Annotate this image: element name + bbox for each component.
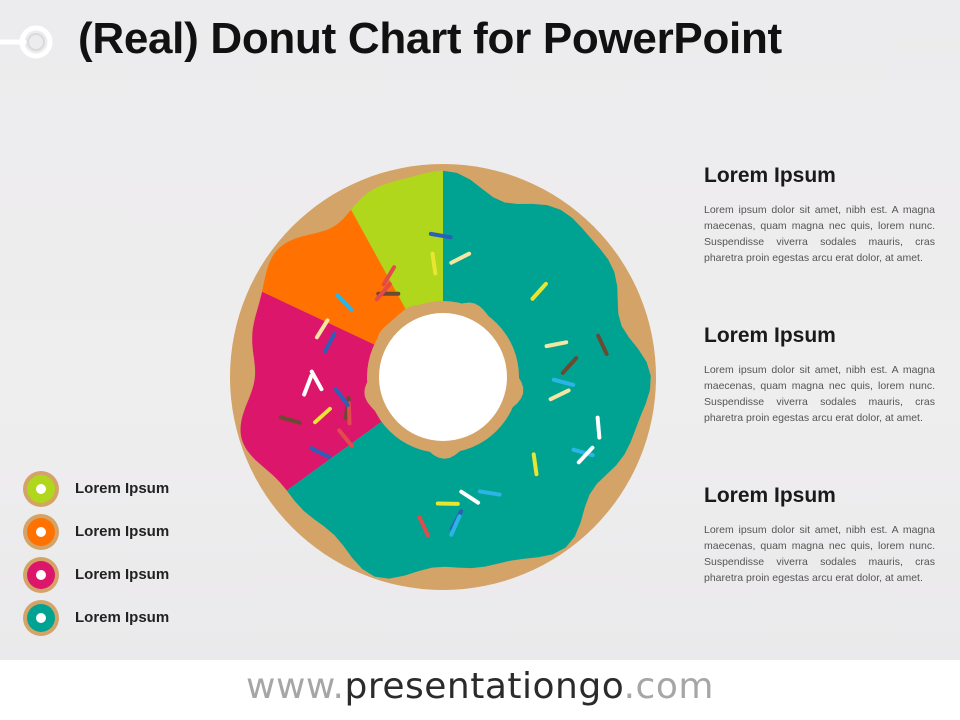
sprinkle (548, 388, 571, 402)
text-block-body: Lorem ipsum dolor sit amet, nibh est. A … (704, 524, 935, 584)
donut-ring-icon (0, 25, 53, 59)
text-block-heading: Lorem Ipsum (704, 164, 836, 187)
sprinkle (337, 428, 354, 448)
donut-icon (23, 557, 59, 593)
sprinkle (576, 445, 595, 465)
sprinkle (428, 231, 453, 240)
donut-icon (23, 471, 59, 507)
text-block-heading: Lorem Ipsum (704, 324, 836, 347)
legend-item: Lorem Ipsum (22, 513, 222, 556)
sprinkle (313, 406, 332, 425)
sprinkle (302, 373, 314, 397)
sprinkle (278, 415, 303, 425)
sprinkle (417, 515, 431, 538)
sprinkle (551, 377, 576, 387)
legend-label: Lorem Ipsum (75, 566, 170, 583)
footer: www.presentationgo.com (0, 660, 960, 720)
sprinkle (459, 489, 481, 505)
text-block: Lorem Ipsum Lorem ipsum dolor sit amet, … (704, 484, 935, 586)
donut-slice (262, 209, 406, 346)
footer-url[interactable]: www.presentationgo.com (0, 666, 960, 707)
sprinkle (531, 452, 539, 477)
sprinkle (596, 333, 609, 356)
page-title: (Real) Donut Chart for PowerPoint (78, 14, 782, 63)
donut-slice (286, 170, 651, 579)
sprinkle (560, 356, 579, 375)
sprinkle (346, 401, 352, 426)
sprinkle (435, 501, 460, 506)
title-bar: (Real) Donut Chart for PowerPoint (0, 0, 960, 90)
legend-label: Lorem Ipsum (75, 480, 170, 497)
sprinkle (309, 369, 324, 392)
legend-item: Lorem Ipsum (22, 599, 222, 642)
donut-icon (23, 514, 59, 550)
sprinkle (449, 251, 472, 265)
sprinkle (381, 265, 397, 287)
text-block-body: Lorem ipsum dolor sit amet, nibh est. A … (704, 204, 935, 264)
footer-suffix: .com (623, 666, 714, 707)
sprinkle (449, 514, 462, 537)
text-block-body: Lorem ipsum dolor sit amet, nibh est. A … (704, 364, 935, 424)
donut-icon (23, 600, 59, 636)
text-block: Lorem Ipsum Lorem ipsum dolor sit amet, … (704, 324, 935, 426)
text-block: Lorem Ipsum Lorem ipsum dolor sit amet, … (704, 164, 935, 266)
sprinkle (374, 282, 392, 302)
donut-hole-center (379, 313, 507, 441)
sprinkle (571, 447, 595, 458)
footer-brand: presentationgo (344, 666, 624, 707)
sprinkle (430, 251, 438, 276)
sprinkle (333, 386, 350, 407)
donut-sprinkles (278, 231, 609, 538)
footer-prefix: www. (246, 666, 345, 707)
sprinkle (544, 340, 569, 349)
sprinkle (335, 293, 354, 312)
sprinkle (530, 281, 548, 301)
legend-label: Lorem Ipsum (75, 609, 170, 626)
legend-item: Lorem Ipsum (22, 556, 222, 599)
legend-item: Lorem Ipsum (22, 470, 222, 513)
donut-chart (230, 164, 656, 590)
sprinkle (314, 318, 330, 340)
legend-label: Lorem Ipsum (75, 523, 170, 540)
sprinkle (595, 415, 602, 440)
donut-hole (367, 301, 519, 453)
sprinkle (323, 331, 337, 354)
donut-icing (240, 170, 651, 579)
sprinkle (309, 446, 331, 459)
donut-slice (351, 170, 443, 311)
sprinkle (477, 489, 502, 497)
text-block-heading: Lorem Ipsum (704, 484, 836, 507)
chart-legend: Lorem Ipsum Lorem Ipsum Lorem Ipsum Lore… (22, 470, 222, 642)
